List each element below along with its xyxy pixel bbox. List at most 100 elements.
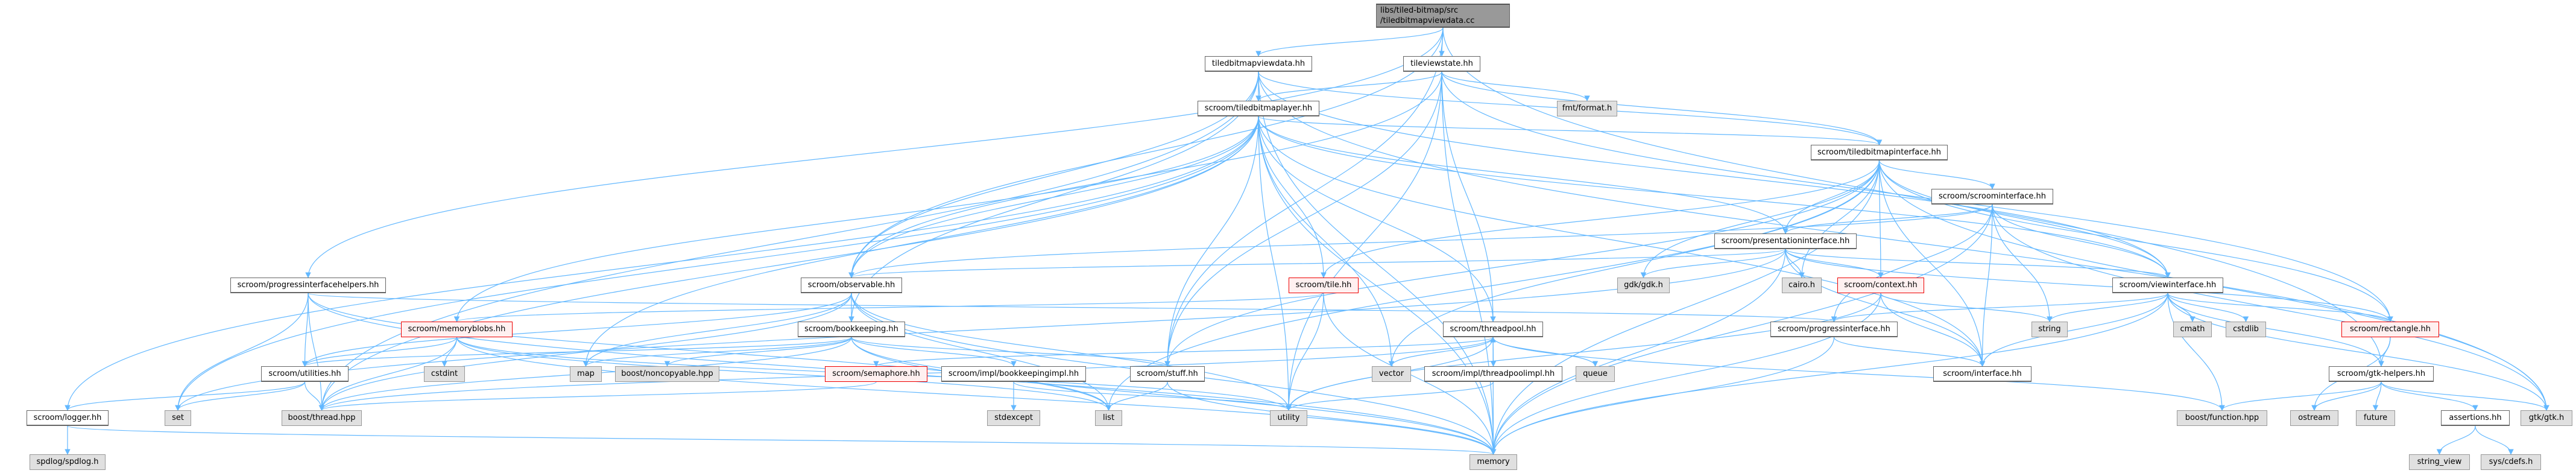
node-gtk[interactable]: gtk/gtk.h [2521, 410, 2572, 426]
edge-tiledbitmapviewdata-to-boostthread [318, 71, 1259, 411]
node-presentationinterface[interactable]: scroom/presentationinterface.hh [1714, 233, 1857, 249]
edge-progressinterfacehelpers-to-list [308, 293, 1112, 411]
node-tileviewstate[interactable]: tileviewstate.hh [1403, 56, 1480, 72]
edge-scroominterface-to-interface [1979, 204, 1993, 367]
edge-memoryblobs-to-boostthread [318, 337, 458, 411]
node-bookkeeping[interactable]: scroom/bookkeeping.hh [798, 322, 905, 337]
node-future[interactable]: future [2356, 410, 2395, 426]
node-label: scroom/semaphore.hh [832, 369, 920, 378]
node-cmath[interactable]: cmath [2173, 322, 2212, 337]
node-tiledbitmapviewdata[interactable]: tiledbitmapviewdata.hh [1205, 56, 1312, 72]
node-boost-function[interactable]: boost/function.hpp [2177, 410, 2267, 426]
node-list[interactable]: list [1095, 410, 1122, 426]
node-stuff[interactable]: scroom/stuff.hh [1130, 366, 1205, 382]
node-label: scroom/impl/threadpoolimpl.hh [1432, 369, 1555, 378]
node-boost-noncopyable[interactable]: boost/noncopyable.hpp [615, 366, 719, 382]
edge-tiledbitmaplayer-to-logger [65, 116, 1259, 411]
node-cstdint[interactable]: cstdint [424, 366, 465, 382]
node-semaphore[interactable]: scroom/semaphore.hh [825, 366, 927, 382]
node-bookkeepingimpl[interactable]: scroom/impl/bookkeepingimpl.hh [941, 366, 1086, 382]
edge-presentationinterface-to-rectangle [1785, 249, 2393, 322]
node-string-view[interactable]: string_view [2409, 454, 2470, 470]
edge-root-to-observable [848, 27, 1444, 278]
node-spdlog[interactable]: spdlog/spdlog.h [30, 454, 106, 470]
edge-tiledbitmaplayer-to-stuff [1164, 116, 1259, 367]
node-scroominterface[interactable]: scroom/scroominterface.hh [1931, 189, 2053, 205]
node-label: scroom/tiledbitmapinterface.hh [1817, 148, 1941, 157]
node-label: scroom/rectangle.hh [2350, 325, 2431, 334]
node-label: future [2363, 413, 2388, 422]
node-viewinterface[interactable]: scroom/viewinterface.hh [2112, 278, 2223, 293]
node-label: scroom/memoryblobs.hh [408, 325, 506, 334]
node-utility[interactable]: utility [1270, 410, 1307, 426]
edge-utilities-to-boostthread [304, 381, 325, 411]
edge-tiledbitmaplayer-to-set [175, 116, 1259, 411]
node-label: spdlog/spdlog.h [36, 457, 99, 466]
node-label: map [577, 369, 595, 378]
edge-bookkeepingimpl-to-utility [1013, 381, 1292, 411]
edge-scroominterface-to-progressinterface [1831, 204, 1993, 322]
edge-threadpool-to-queue [1492, 337, 1599, 367]
node-assertions[interactable]: assertions.hh [2441, 410, 2510, 426]
node-cairo[interactable]: cairo.h [1782, 278, 1822, 293]
edge-tiledbitmaplayer-to-vector [1258, 116, 1395, 367]
node-map[interactable]: map [570, 366, 602, 382]
edge-scroominterface-to-viewinterface [1992, 204, 2171, 278]
edge-gtkhelpers-to-ostream [2311, 381, 2382, 411]
edge-tiledbitmapinterface-to-list [1105, 160, 1880, 411]
node-sys-cdefs[interactable]: sys/cdefs.h [2481, 454, 2541, 470]
edge-observable-to-utilities [301, 293, 852, 367]
node-tiledbitmaplayer[interactable]: scroom/tiledbitmaplayer.hh [1198, 101, 1319, 116]
node-vector[interactable]: vector [1372, 366, 1411, 382]
node-logger[interactable]: scroom/logger.hh [27, 410, 109, 426]
node-label: scroom/impl/bookkeepingimpl.hh [948, 369, 1079, 378]
node-root-file[interactable]: libs/tiled-bitmap/src /tiledbitmapviewda… [1376, 4, 1510, 28]
node-label: boost/noncopyable.hpp [621, 369, 713, 378]
node-string[interactable]: string [2031, 322, 2068, 337]
edge-presentationinterface-to-observable [848, 249, 1786, 278]
node-gdk[interactable]: gdk/gdk.h [1617, 278, 1670, 293]
edge-bookkeeping-to-noncopyable [664, 337, 852, 367]
node-utilities[interactable]: scroom/utilities.hh [261, 366, 349, 382]
node-threadpoolimpl[interactable]: scroom/impl/threadpoolimpl.hh [1424, 366, 1562, 382]
node-interface[interactable]: scroom/interface.hh [1933, 366, 2031, 382]
node-boost-thread[interactable]: boost/thread.hpp [282, 410, 362, 426]
node-label: boost/thread.hpp [288, 413, 356, 422]
edge-threadpool-to-semaphore [873, 337, 1494, 367]
node-memory[interactable]: memory [1470, 454, 1517, 470]
edge-scroominterface-to-gtk [1992, 204, 2549, 411]
edge-tiledbitmaplayer-to-utility [1258, 116, 1292, 411]
node-cstdlib[interactable]: cstdlib [2226, 322, 2266, 337]
node-label: cstdint [431, 369, 458, 378]
node-tile[interactable]: scroom/tile.hh [1289, 278, 1359, 293]
node-label: tiledbitmapviewdata.hh [1211, 59, 1305, 68]
node-fmt-format[interactable]: fmt/format.h [1557, 101, 1617, 116]
edge-tiledbitmapinterface-to-context [1878, 160, 1884, 278]
node-observable[interactable]: scroom/observable.hh [801, 278, 902, 293]
edge-tiledbitmaplayer-to-memoryblobs [453, 116, 1259, 322]
node-set[interactable]: set [165, 410, 191, 426]
edge-tileviewstate-to-memory [1441, 71, 1497, 455]
edge-utilities-to-set [175, 381, 306, 411]
edge-threadpool-to-boostfunction [1492, 337, 2225, 411]
node-memoryblobs[interactable]: scroom/memoryblobs.hh [401, 322, 513, 337]
edge-viewinterface-to-gtkhelpers [2167, 293, 2384, 367]
node-label: queue [1583, 369, 1608, 378]
node-ostream[interactable]: ostream [2290, 410, 2338, 426]
node-progressinterfacehelpers[interactable]: scroom/progressinterfacehelpers.hh [230, 278, 386, 293]
node-rectangle[interactable]: scroom/rectangle.hh [2341, 322, 2439, 337]
node-gtk-helpers[interactable]: scroom/gtk-helpers.hh [2329, 366, 2434, 382]
node-context[interactable]: scroom/context.hh [1837, 278, 1924, 293]
node-stdexcept[interactable]: stdexcept [987, 410, 1040, 426]
edge-threadpoolimpl-to-utility [1286, 381, 1494, 411]
edge-tiledbitmapviewdata-to-gtk [1258, 71, 2549, 411]
node-threadpool[interactable]: scroom/threadpool.hh [1443, 322, 1543, 337]
node-queue[interactable]: queue [1576, 366, 1615, 382]
edge-scroominterface-to-string [1992, 204, 2053, 322]
node-tiledbitmapinterface[interactable]: scroom/tiledbitmapinterface.hh [1811, 145, 1948, 160]
node-label: assertions.hh [2449, 413, 2502, 422]
node-label: tileviewstate.hh [1410, 59, 1473, 68]
node-progressinterface[interactable]: scroom/progressinterface.hh [1770, 322, 1898, 337]
edge-viewinterface-to-boostfunction [2167, 293, 2225, 411]
